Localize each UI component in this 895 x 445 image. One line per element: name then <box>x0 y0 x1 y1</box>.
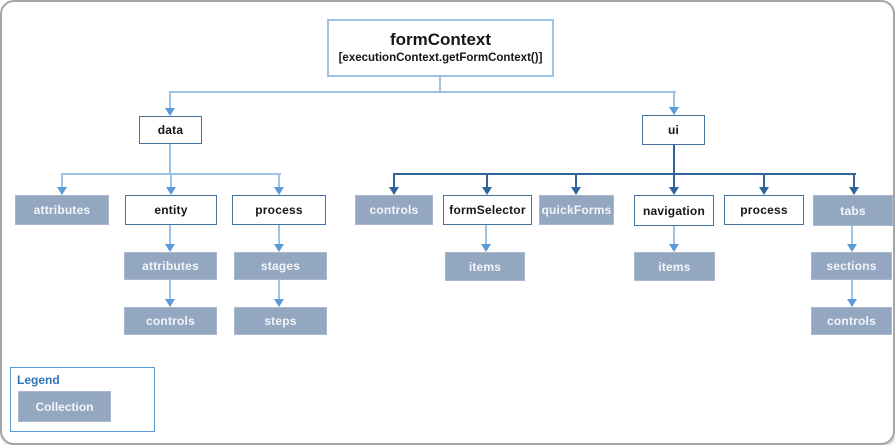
node-label: data <box>157 123 184 137</box>
node-label: attributes <box>142 259 199 273</box>
node-label: steps <box>264 314 297 328</box>
node-label: stages <box>260 259 301 273</box>
node-ui-controls: controls <box>355 195 433 225</box>
node-label: controls <box>369 203 419 217</box>
node-label: controls <box>827 314 876 328</box>
node-navigation: navigation <box>634 195 714 226</box>
connector-stages-to-steps <box>278 280 280 300</box>
node-formSelector: formSelector <box>443 195 532 225</box>
legend: Legend Collection <box>10 367 155 432</box>
node-entity: entity <box>125 195 217 225</box>
connector-stub-ui-children-5 <box>853 173 855 188</box>
arrowhead-ui-children-1 <box>482 187 492 195</box>
node-label: navigation <box>642 203 705 218</box>
node-entity-controls: controls <box>124 307 217 335</box>
node-formSelector-items: items <box>445 252 525 281</box>
arrowhead-sections-to-controls <box>847 299 857 307</box>
node-label: formSelector <box>449 203 526 217</box>
arrowhead-ui-children-2 <box>571 187 581 195</box>
node-subtitle: [executionContext.getFormContext()] <box>338 52 543 65</box>
node-label: tabs <box>840 203 866 218</box>
connector-drop-ui-children <box>673 145 675 175</box>
node-label: items <box>658 259 691 274</box>
connector-stub-ui-children-4 <box>763 173 765 188</box>
arrowhead-ui-children-4 <box>759 187 769 195</box>
arrowhead-navigation-to-items <box>669 244 679 252</box>
connector-drop-formContext-children <box>439 77 441 93</box>
node-label: controls <box>146 314 195 328</box>
arrowhead-formContext-children-0 <box>165 108 175 116</box>
connector-stub-formContext-children-0 <box>169 91 171 109</box>
connector-stub-ui-children-1 <box>486 173 488 188</box>
node-label: items <box>468 259 502 274</box>
arrowhead-data-children-1 <box>166 187 176 195</box>
arrowhead-formSelector-to-items <box>481 244 491 252</box>
node-title: formContext <box>389 30 492 50</box>
connector-stub-data-children-1 <box>170 173 172 188</box>
node-data: data <box>139 116 202 144</box>
node-label: ui <box>667 123 680 137</box>
connector-stub-formContext-children-1 <box>673 91 675 108</box>
connector-entity-to-attributes <box>169 225 171 245</box>
connector-attributes-to-controls <box>169 280 171 300</box>
connector-process-to-stages <box>278 225 280 245</box>
legend-collection-swatch: Collection <box>18 391 111 422</box>
node-entity-attributes: attributes <box>124 252 217 280</box>
arrowhead-process-to-stages <box>274 244 284 252</box>
connector-stub-ui-children-2 <box>575 173 577 188</box>
node-data-process: process <box>232 195 326 225</box>
node-tabs: tabs <box>813 195 893 226</box>
node-label: sections <box>826 259 877 273</box>
node-label: process <box>740 203 788 217</box>
node-ui-process: process <box>724 195 804 225</box>
node-data-attributes: attributes <box>15 195 109 225</box>
node-navigation-items: items <box>634 252 715 281</box>
legend-title: Legend <box>17 373 60 387</box>
connector-sections-to-controls <box>851 280 853 300</box>
arrowhead-ui-children-5 <box>849 187 859 195</box>
node-tabs-sections: sections <box>811 252 892 280</box>
arrowhead-data-children-2 <box>274 187 284 195</box>
connector-tabs-to-sections <box>851 226 853 245</box>
connector-stub-ui-children-3 <box>673 173 675 188</box>
arrowhead-stages-to-steps <box>274 299 284 307</box>
arrowhead-entity-to-attributes <box>165 244 175 252</box>
node-label: quickForms <box>541 203 612 217</box>
node-label: attributes <box>33 203 91 217</box>
arrowhead-ui-children-3 <box>669 187 679 195</box>
node-quickForms: quickForms <box>539 195 614 225</box>
connector-drop-data-children <box>169 144 171 175</box>
connector-rail-ui-children <box>394 173 856 175</box>
arrowhead-formContext-children-1 <box>669 107 679 115</box>
node-process-steps: steps <box>234 307 327 335</box>
connector-navigation-to-items <box>673 226 675 245</box>
arrowhead-data-children-0 <box>57 187 67 195</box>
connector-rail-formContext-children <box>170 91 676 93</box>
node-tabs-controls: controls <box>811 307 892 335</box>
node-ui: ui <box>642 115 705 145</box>
connector-stub-ui-children-0 <box>393 173 395 188</box>
connector-stub-data-children-2 <box>278 173 280 188</box>
arrowhead-tabs-to-sections <box>847 244 857 252</box>
node-label: process <box>255 203 303 217</box>
node-formContext: formContext [executionContext.getFormCont… <box>327 19 554 77</box>
connector-stub-data-children-0 <box>61 173 63 188</box>
connector-formSelector-to-items <box>485 225 487 245</box>
legend-collection-label: Collection <box>35 399 94 414</box>
arrowhead-attributes-to-controls <box>165 299 175 307</box>
arrowhead-ui-children-0 <box>389 187 399 195</box>
node-label: entity <box>154 203 188 217</box>
node-process-stages: stages <box>234 252 327 280</box>
